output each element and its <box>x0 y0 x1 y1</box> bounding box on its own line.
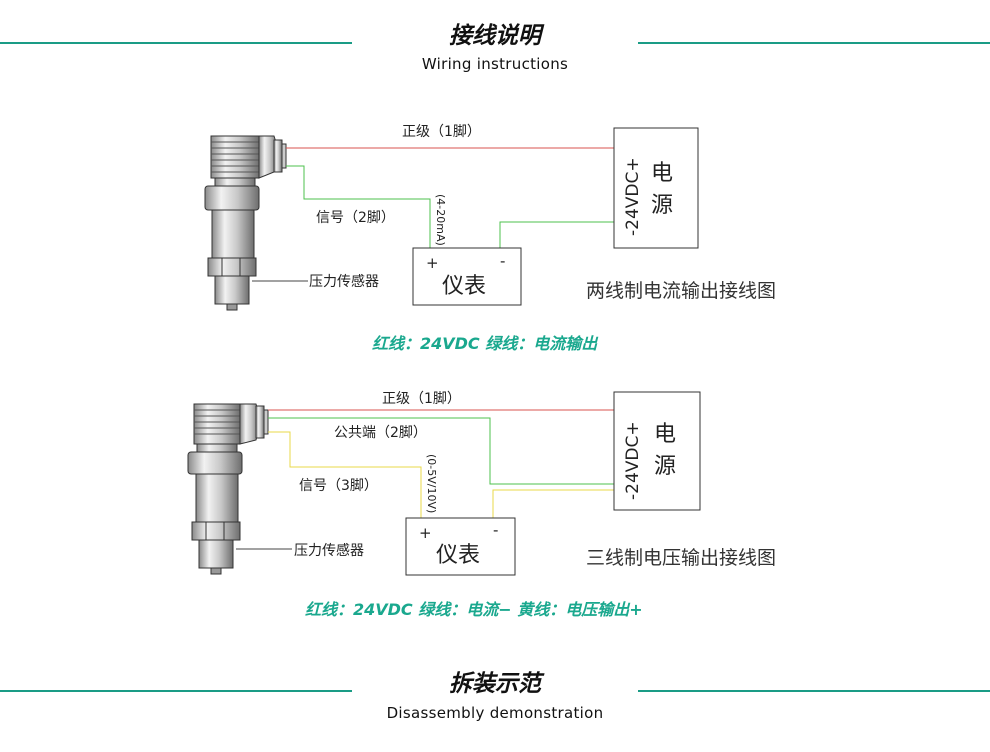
power-box-2 <box>613 391 701 511</box>
yellow-wire-2 <box>268 431 422 518</box>
power-label-top-1: 电 <box>651 161 673 186</box>
meter-box-1 <box>412 247 522 306</box>
caption-two-wire: 两线制电流输出接线图 <box>586 280 776 302</box>
power-voltage-2: -24VDC+ <box>623 421 643 500</box>
power-voltage-1: -24VDC+ <box>623 157 643 236</box>
power-label-bottom-1: 源 <box>651 193 673 218</box>
legend-three-wire: 红线：24VDC 绿线：电流− 黄线：电压输出+ <box>305 600 643 619</box>
meter-label-2: 仪表 <box>436 543 480 568</box>
three-wire-diagram: 正级（1脚） 公共端（2脚） 信号（3脚） (0-5V/10V) 压力传感器 +… <box>187 391 776 576</box>
meter-minus-1: - <box>500 252 505 270</box>
yellow-wire-2b <box>492 489 614 518</box>
two-wire-diagram: 正级（1脚） 信号（2脚） (4-20mA) 压力传感器 + - 仪表 电 源 … <box>204 124 776 311</box>
pressure-sensor-icon-2 <box>187 403 269 575</box>
meter-label-1: 仪表 <box>442 274 486 299</box>
header-rule-right <box>638 42 990 44</box>
meter-minus-2: - <box>493 521 498 539</box>
header-rule-left <box>0 42 352 44</box>
section-subtitle-wiring: Wiring instructions <box>421 55 569 73</box>
header-rule-left-2 <box>0 690 352 692</box>
legend-two-wire: 红线：24VDC 绿线：电流输出 <box>372 334 598 353</box>
label-signal-range-2: (0-5V/10V) <box>425 454 438 513</box>
green-wire-2 <box>268 417 614 485</box>
label-signal-2: 信号（3脚） <box>299 478 378 494</box>
label-signal-1: 信号（2脚） <box>316 210 395 226</box>
meter-plus-2: + <box>419 524 432 542</box>
power-box-1 <box>613 127 699 249</box>
pressure-sensor-icon-1 <box>204 135 287 311</box>
label-common-2: 公共端（2脚） <box>334 425 427 441</box>
label-signal-range-1: (4-20mA) <box>434 194 447 246</box>
header-rule-right-2 <box>638 690 990 692</box>
power-label-top-2: 电 <box>654 422 676 447</box>
section-title-disassembly: 拆装示范 <box>449 671 541 697</box>
power-label-bottom-2: 源 <box>654 454 676 479</box>
meter-plus-1: + <box>426 254 439 272</box>
caption-three-wire: 三线制电压输出接线图 <box>586 547 776 569</box>
meter-box-2 <box>405 517 516 576</box>
label-positive-1: 正级（1脚） <box>402 124 481 140</box>
section-title-wiring: 接线说明 <box>449 23 541 49</box>
label-sensor-1: 压力传感器 <box>309 273 379 290</box>
green-wire-1 <box>286 165 431 248</box>
label-sensor-2: 压力传感器 <box>294 542 364 559</box>
section-subtitle-disassembly: Disassembly demonstration <box>386 704 604 722</box>
green-wire-1b <box>499 221 614 248</box>
label-positive-2: 正级（1脚） <box>382 391 461 407</box>
